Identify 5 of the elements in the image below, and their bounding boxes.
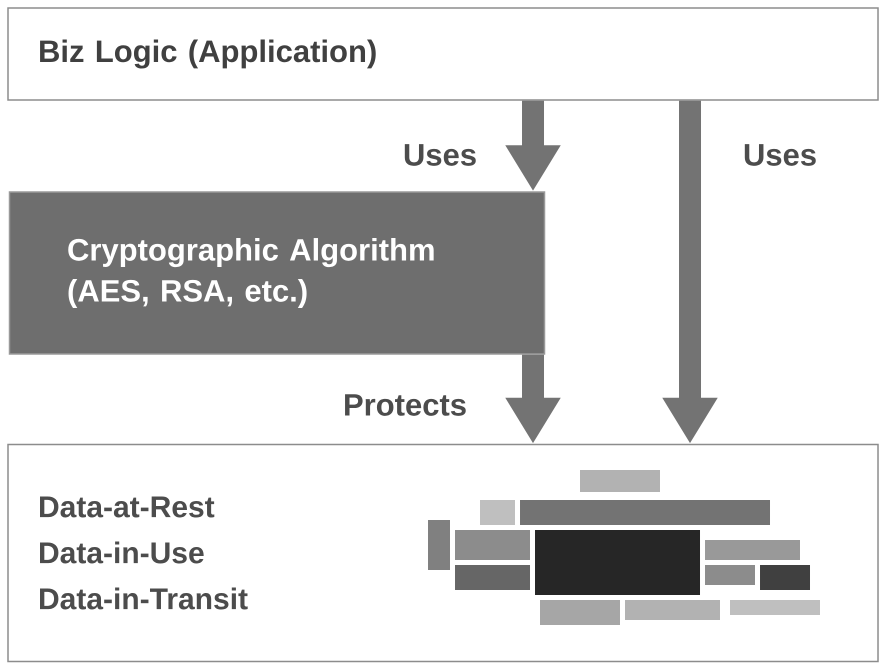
- process-box: Biz Logic (Application): [7, 7, 879, 101]
- edge-label: Protects: [345, 394, 466, 416]
- edge-label: Uses: [744, 144, 816, 166]
- edge-label: Uses: [404, 144, 476, 166]
- process-box: Cryptographic Algorithm (AES, RSA, etc.): [8, 191, 546, 355]
